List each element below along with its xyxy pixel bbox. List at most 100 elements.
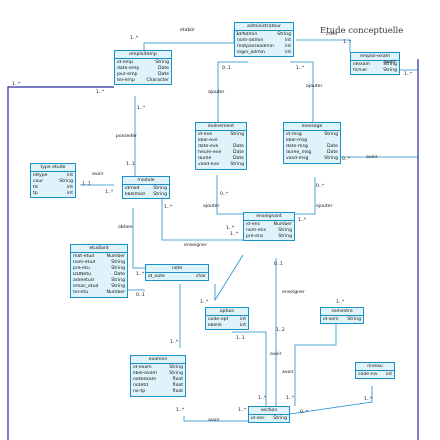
multiplicity-label: 1..* <box>136 272 145 277</box>
class-name: note <box>146 265 208 274</box>
class-name: événement <box>196 123 246 132</box>
multiplicity-label: 1..* <box>176 408 185 413</box>
attribute-row: libel-msg <box>286 137 308 143</box>
association-label-creer: créer <box>326 32 338 37</box>
multiplicity-label: 1..1 <box>126 162 135 167</box>
association-label-obtien: obtien <box>118 225 133 230</box>
multiplicity-label: 1..* <box>238 408 247 413</box>
class-name: niveau <box>356 363 394 372</box>
multiplicity-label: 1..* <box>236 32 245 37</box>
class-name: etudiant <box>71 245 127 254</box>
multiplicity-label: 1..* <box>404 72 413 77</box>
multiplicity-label: 0..* <box>300 410 309 415</box>
multiplicity-label: 0..1 <box>136 293 145 298</box>
class-name: examen <box>131 356 185 365</box>
multiplicity-label: 1..* <box>298 218 307 223</box>
class-name: semestre <box>321 308 363 317</box>
class-name: section <box>249 407 289 416</box>
class-name: module <box>123 177 169 186</box>
multiplicity-label: 0..* <box>316 184 325 189</box>
association-label-ajouter: ajouter <box>306 84 323 89</box>
multiplicity-label: 0..1 <box>274 262 283 267</box>
multiplicity-label: 1..* <box>96 90 105 95</box>
multiplicity-label: 1..* <box>343 40 352 45</box>
association-label-etablir: etablir <box>180 28 195 33</box>
multiplicity-label: 1..* <box>296 66 305 71</box>
class-name: emploi-exam <box>351 53 399 62</box>
multiplicity-label: 0..1 <box>222 66 231 71</box>
class-name: emploitemp <box>115 51 171 60</box>
multiplicity-label: 1..* <box>258 396 267 401</box>
multiplicity-label: 1..* <box>336 300 345 305</box>
class-name: option <box>206 308 248 317</box>
association-label-avoir: avoir <box>384 60 396 65</box>
multiplicity-label: 1..* <box>226 226 235 231</box>
multiplicity-label: 1..* <box>130 36 139 41</box>
page-title: Etude conceptuelle <box>320 26 404 36</box>
multiplicity-label: 1..* <box>105 190 114 195</box>
class-name: type etude <box>31 164 75 173</box>
multiplicity-label: 1..* <box>164 205 173 210</box>
association-label-avoir: avoir <box>208 418 220 423</box>
multiplicity-label: 1..* <box>230 232 239 237</box>
multiplicity-label: 1..* <box>286 396 295 401</box>
multiplicity-label: 1..* <box>364 397 373 402</box>
multiplicity-label: 1..* <box>170 340 179 345</box>
multiplicity-label: 0..* <box>220 192 229 197</box>
multiplicity-label: 0..* <box>342 157 351 162</box>
multiplicity-label: 1..2 <box>276 328 285 333</box>
association-label-ajouter: ajouter <box>208 90 225 95</box>
association-label-avoir: avoir <box>270 352 282 357</box>
association-label-avoir: avoir <box>92 172 104 177</box>
association-label-avoir: avoir <box>366 155 378 160</box>
